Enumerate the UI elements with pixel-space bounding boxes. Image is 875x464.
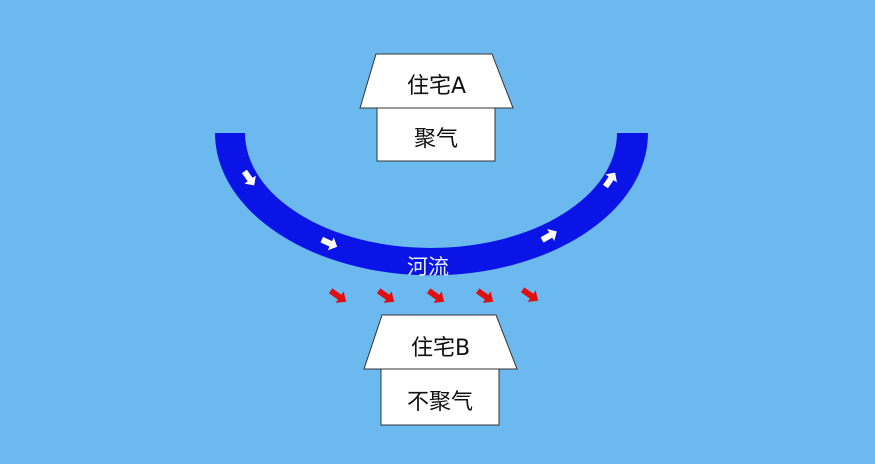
qi-arrow-icon — [426, 288, 445, 303]
house-b-body — [380, 368, 500, 426]
qi-arrow-icon — [475, 288, 494, 303]
house-a-roof — [359, 53, 514, 109]
flow-arrow-icon — [241, 169, 256, 186]
house-a-title: 住宅A — [406, 74, 467, 99]
flow-arrow-icon — [540, 228, 557, 243]
qi-arrow-icon — [520, 287, 539, 302]
house-a-body — [376, 107, 496, 162]
house-b-roof — [363, 314, 518, 370]
flow-arrow-icon — [320, 236, 338, 251]
flow-arrows — [241, 169, 617, 251]
river-label: 河流 — [407, 255, 449, 279]
qi-arrows — [328, 287, 539, 303]
house-a-status: 聚气 — [413, 127, 458, 152]
qi-arrow-icon — [328, 288, 347, 303]
qi-arrow-icon — [376, 288, 395, 303]
house-b-title: 住宅B — [410, 336, 471, 361]
house-b-status: 不聚气 — [406, 390, 473, 415]
flow-arrow-icon — [602, 172, 617, 189]
